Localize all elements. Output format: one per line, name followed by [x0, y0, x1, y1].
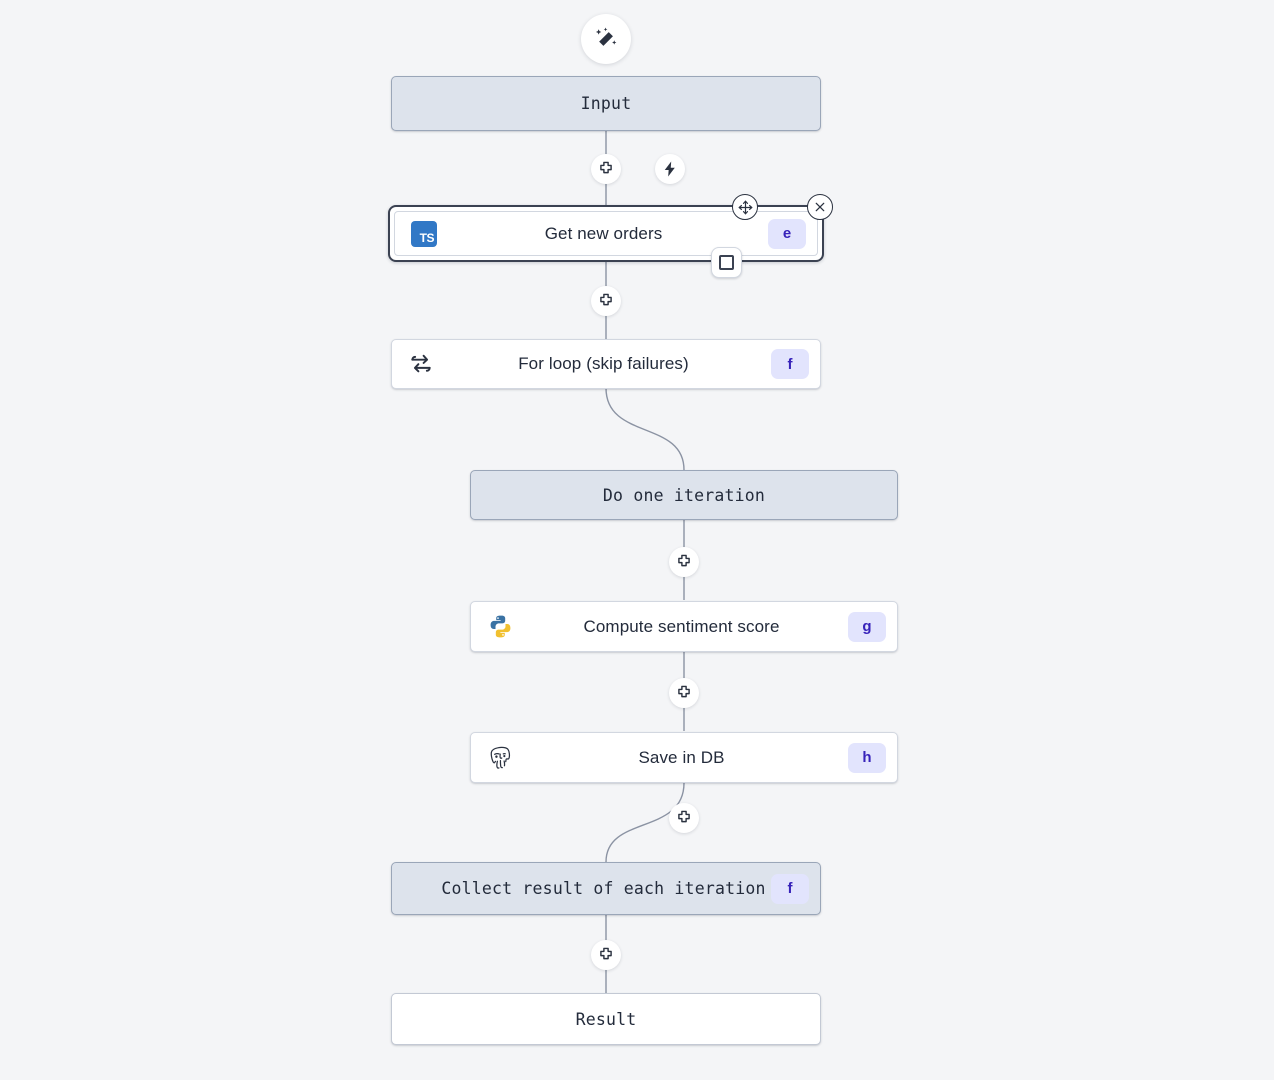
move-node-handle[interactable]	[732, 194, 758, 220]
node-for-loop[interactable]: For loop (skip failures) f	[391, 339, 821, 389]
node-compute-sentiment-score-badge[interactable]: g	[848, 611, 886, 642]
trigger-button[interactable]	[655, 154, 685, 184]
loop-arrows-icon	[411, 354, 431, 373]
python-logo-icon	[490, 615, 510, 638]
insert-node-button-4[interactable]	[669, 678, 699, 708]
insert-node-button-6[interactable]	[591, 940, 621, 970]
node-collect-result-label: Collect result of each iteration	[441, 879, 766, 898]
plus-icon	[600, 947, 612, 960]
loop-icon	[406, 349, 436, 379]
insert-node-button-5[interactable]	[669, 803, 699, 833]
node-input-label: Input	[580, 94, 632, 113]
node-get-new-orders-body[interactable]: TS Get new orders e	[394, 211, 818, 256]
node-get-new-orders-badge[interactable]: e	[768, 218, 806, 249]
node-save-in-db-badge[interactable]: h	[848, 742, 886, 773]
node-get-new-orders-label: Get new orders	[544, 223, 663, 243]
node-compute-sentiment-score[interactable]: Compute sentiment score g	[470, 601, 898, 652]
node-result[interactable]: Result	[391, 993, 821, 1045]
python-icon	[485, 612, 515, 642]
select-node-handle[interactable]	[711, 247, 742, 278]
lightning-bolt-icon	[664, 161, 675, 177]
move-icon	[738, 200, 752, 214]
node-collect-result[interactable]: Collect result of each iteration f	[391, 862, 821, 915]
close-icon	[815, 202, 825, 212]
node-for-loop-badge[interactable]: f	[771, 349, 809, 379]
plus-icon	[600, 161, 612, 174]
node-get-new-orders[interactable]: TS Get new orders e	[388, 205, 824, 262]
magic-wand-icon	[595, 27, 617, 46]
select-square-icon	[719, 255, 734, 270]
node-save-in-db[interactable]: Save in DB h	[470, 732, 898, 783]
insert-node-button-2[interactable]	[591, 286, 621, 316]
node-for-loop-label: For loop (skip failures)	[518, 354, 689, 373]
postgresql-elephant-icon	[490, 746, 511, 769]
typescript-icon-text: TS	[411, 220, 437, 247]
node-input[interactable]: Input	[391, 76, 821, 131]
node-do-one-iteration[interactable]: Do one iteration	[470, 470, 898, 520]
plus-icon	[678, 554, 690, 567]
insert-node-button-1[interactable]	[591, 154, 621, 184]
typescript-icon: TS	[409, 219, 439, 249]
plus-icon	[678, 810, 690, 823]
node-collect-result-badge[interactable]: f	[771, 873, 809, 904]
postgresql-icon	[485, 743, 515, 773]
node-result-label: Result	[575, 1009, 637, 1029]
node-save-in-db-label: Save in DB	[638, 747, 725, 767]
plus-icon	[678, 685, 690, 698]
plus-icon	[600, 293, 612, 306]
ai-assistant-button[interactable]	[581, 14, 631, 64]
node-compute-sentiment-score-label: Compute sentiment score	[583, 616, 780, 636]
close-node-handle[interactable]	[807, 194, 833, 220]
insert-node-button-3[interactable]	[669, 547, 699, 577]
node-do-one-iteration-label: Do one iteration	[602, 485, 766, 505]
